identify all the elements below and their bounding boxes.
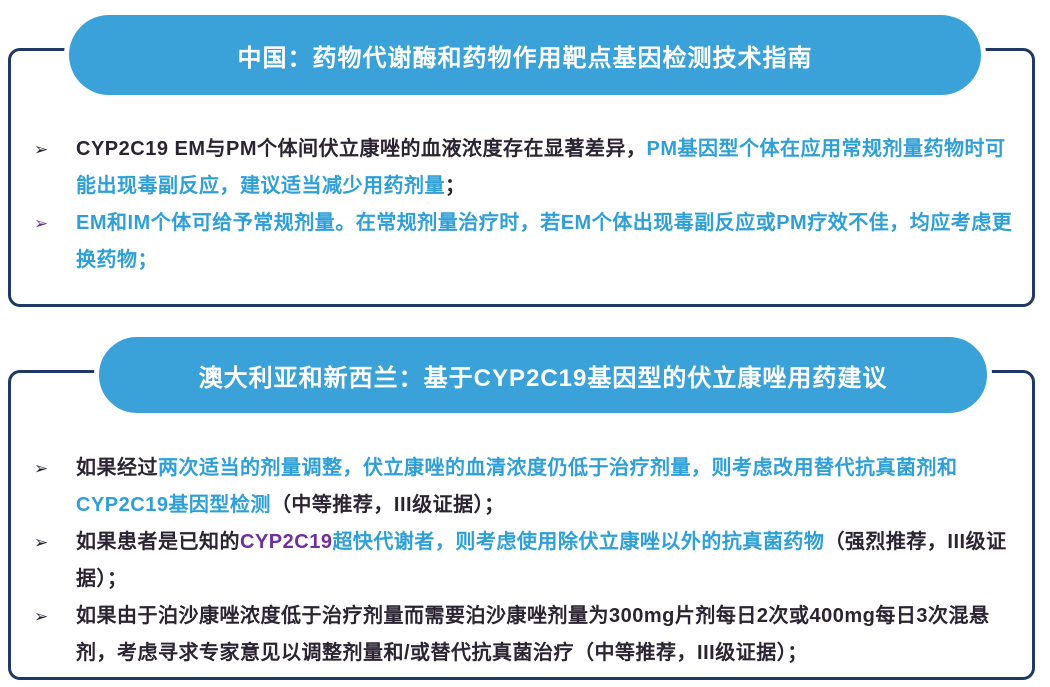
text-segment: ； bbox=[445, 175, 466, 197]
text-segment: CYP2C19 bbox=[240, 531, 333, 553]
content-box-aunz bbox=[8, 370, 1035, 680]
bullet-arrow-icon: ➢ bbox=[34, 140, 49, 159]
section-header-china: 中国：药物代谢酶和药物作用靶点基因检测技术指南 bbox=[64, 10, 986, 100]
bullet-text: EM和IM个体可给予常规剂量。在常规剂量治疗时，若EM个体出现毒副反应或PM疗效… bbox=[76, 205, 1022, 279]
section-title-china: 中国：药物代谢酶和药物作用靶点基因检测技术指南 bbox=[237, 44, 813, 72]
bullet-item: ➢ 如果由于泊沙康唑浓度低于治疗剂量而需要泊沙康唑剂量为300mg片剂每日2次或4… bbox=[30, 598, 1022, 672]
bullet-text: 如果患者是已知的CYP2C19超快代谢者，则考虑使用除伏立康唑以外的抗真菌药物（… bbox=[76, 524, 1022, 598]
bullet-text: CYP2C19 EM与PM个体间伏立康唑的血液浓度存在显著差异，PM基因型个体在… bbox=[76, 131, 1022, 205]
bullet-arrow-icon: ➢ bbox=[34, 533, 49, 552]
bullet-item: ➢ EM和IM个体可给予常规剂量。在常规剂量治疗时，若EM个体出现毒副反应或PM疗… bbox=[30, 205, 1022, 279]
text-segment: 如果经过 bbox=[76, 457, 158, 479]
bullet-list-aunz: ➢ 如果经过两次适当的剂量调整，伏立康唑的血清浓度仍低于治疗剂量，则考虑改用替代抗… bbox=[30, 450, 1022, 672]
text-segment: 超快代谢者，则考虑使用除伏立康唑以外的抗真菌药物 bbox=[332, 531, 825, 553]
bullet-arrow-icon: ➢ bbox=[34, 459, 49, 478]
bullet-item: ➢ CYP2C19 EM与PM个体间伏立康唑的血液浓度存在显著差异，PM基因型个体… bbox=[30, 131, 1022, 205]
bullet-text: 如果经过两次适当的剂量调整，伏立康唑的血清浓度仍低于治疗剂量，则考虑改用替代抗真… bbox=[76, 450, 1022, 524]
bullet-text: 如果由于泊沙康唑浓度低于治疗剂量而需要泊沙康唑剂量为300mg片剂每日2次或40… bbox=[76, 598, 1022, 672]
bullet-item: ➢ 如果经过两次适当的剂量调整，伏立康唑的血清浓度仍低于治疗剂量，则考虑改用替代抗… bbox=[30, 450, 1022, 524]
text-segment: CYP2C19 EM与PM个体间伏立康唑的血液浓度存在显著差异， bbox=[76, 138, 647, 160]
section-title-aunz: 澳大利亚和新西兰：基于CYP2C19基因型的伏立康唑用药建议 bbox=[198, 364, 888, 392]
bullet-arrow-icon: ➢ bbox=[34, 214, 49, 233]
text-segment: 如果由于泊沙康唑浓度低于治疗剂量而需要泊沙康唑剂量为300mg片剂每日2次或40… bbox=[76, 605, 990, 664]
bullet-arrow-icon: ➢ bbox=[34, 607, 49, 626]
text-segment: PM基因型个体在应用常规剂量药物时可能出现毒副反应，建议适当减少用药剂量 bbox=[76, 138, 1006, 197]
text-segment: EM和IM个体可给予常规剂量。在常规剂量治疗时，若EM个体出现毒副反应或PM疗效… bbox=[76, 212, 1013, 271]
text-segment: （中等推荐，III级证据）； bbox=[270, 494, 505, 516]
bullet-list-china: ➢ CYP2C19 EM与PM个体间伏立康唑的血液浓度存在显著差异，PM基因型个体… bbox=[30, 131, 1022, 279]
text-segment: （强烈推荐，III级证据）； bbox=[76, 531, 1007, 590]
section-header-aunz: 澳大利亚和新西兰：基于CYP2C19基因型的伏立康唑用药建议 bbox=[94, 332, 992, 418]
text-segment: 两次适当的剂量调整，伏立康唑的血清浓度仍低于治疗剂量，则考虑改用替代抗真菌剂和C… bbox=[76, 457, 958, 516]
bullet-item: ➢ 如果患者是已知的CYP2C19超快代谢者，则考虑使用除伏立康唑以外的抗真菌药物… bbox=[30, 524, 1022, 598]
text-segment: 如果患者是已知的 bbox=[76, 531, 240, 553]
